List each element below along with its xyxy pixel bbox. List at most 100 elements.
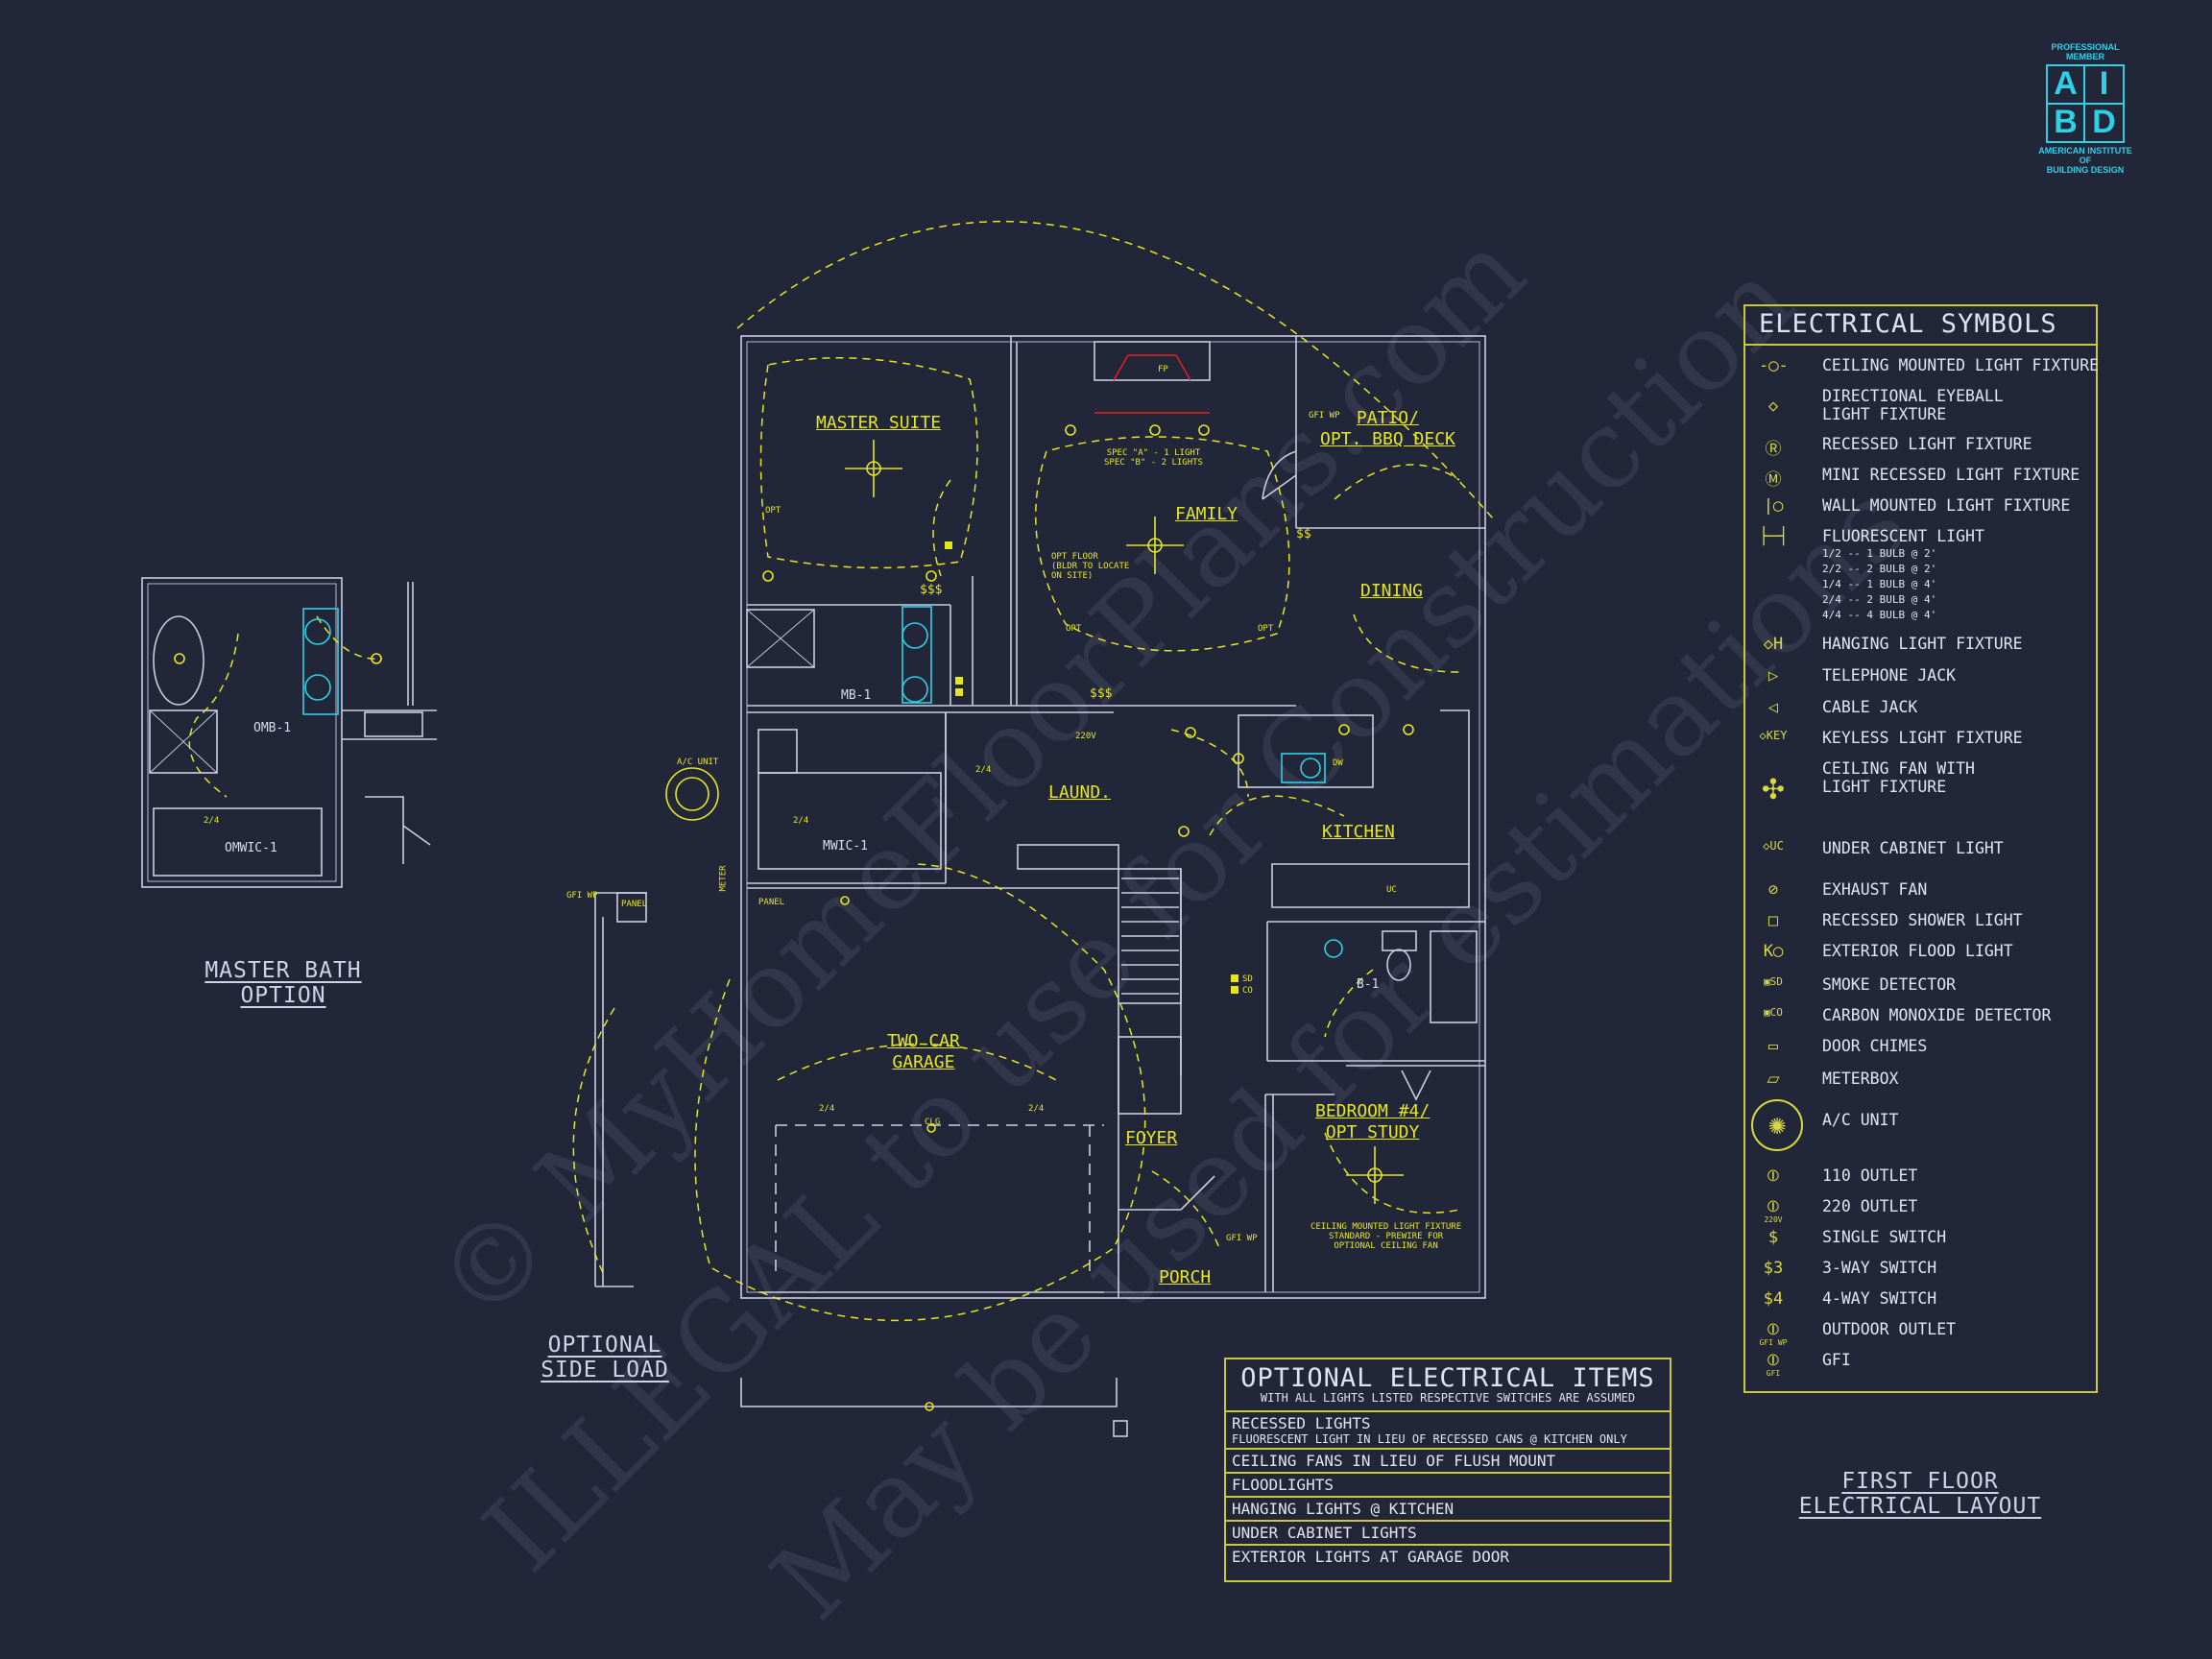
room-laund-label: LAUND. [1048,782,1112,803]
legend-title: ELECTRICAL SYMBOLS [1745,306,2096,346]
fluor-2-4-note-3: 2/4 [204,816,220,826]
legend-label: DOOR CHIMES [1822,1037,1928,1055]
sheet-title-line-1: FIRST FLOOR [1841,1469,1999,1494]
ac-unit-icon: ✺ [1751,1099,1803,1151]
panel-note-1: PANEL [758,898,785,907]
room-kitchen-label: KITCHEN [1322,822,1395,842]
master-bath-option-caption: MASTER BATH OPTION [182,958,384,1008]
wall-light-icon: |◯ [1763,496,1784,516]
fluorescent-sub-4: 2/4 -- 2 BULB @ 4' [1822,593,1937,606]
fluor-2-4-note-1: 2/4 [975,765,992,775]
meter-note: METER [718,865,729,892]
sheet-title: FIRST FLOOR ELECTRICAL LAYOUT [1771,1469,2069,1519]
spec-note-line-1: SPEC "A" - 1 LIGHT [1106,448,1201,458]
opt-floor-note: OPT FLOOR (BLDR TO LOCATE ON SITE) [1051,552,1129,581]
three-way-switch-icon: $3 [1763,1259,1784,1278]
optional-item-row: FLOODLIGHTS [1226,1472,1670,1496]
room-bedroom-line-1: BEDROOM #4/ [1315,1101,1431,1121]
optional-items-subtitle: WITH ALL LIGHTS LISTED RESPECTIVE SWITCH… [1260,1391,1636,1405]
legend-label: OUTDOOR OUTLET [1822,1320,1957,1338]
legend-label: CARBON MONOXIDE DETECTOR [1822,1006,2052,1024]
room-bedroom-line-2: OPT STUDY [1325,1122,1420,1142]
co-note: CO [1242,986,1253,996]
fluorescent-light-icon: ├─┤ [1759,527,1789,546]
shower-light-icon: □ [1767,911,1779,930]
switch-group-3: $$ [1296,527,1311,541]
legend-label-line-2: LIGHT FIXTURE [1822,405,1947,423]
aibd-letter-b: B [2048,105,2085,141]
spec-note-line-2: SPEC "B" - 2 LIGHTS [1104,458,1203,468]
legend-label-line-1: CEILING FAN WITH [1822,759,1975,778]
optional-items-title: OPTIONAL ELECTRICAL ITEMS [1240,1363,1655,1393]
legend-label: FLUORESCENT LIGHT 1/2 -- 1 BULB @ 2' 2/2… [1822,527,1984,622]
side-load-caption-line-2: SIDE LOAD [541,1358,669,1382]
opt-floor-line-2: (BLDR TO LOCATE [1051,562,1130,571]
fluorescent-sub-2: 2/2 -- 2 BULB @ 2' [1822,563,1937,575]
sd-note: SD [1242,974,1253,984]
legend-label: EXHAUST FAN [1822,880,1928,899]
aibd-bottom-text-1: AMERICAN INSTITUTE [2038,146,2132,156]
outlet-110-icon: ⦶ [1767,1166,1780,1186]
optional-item-label: FLOODLIGHTS [1232,1476,1334,1494]
bedroom-note-line-2: STANDARD - PREWIRE FOR [1328,1232,1444,1241]
room-omwic1-label: OMWIC-1 [225,841,277,855]
opt-floor-line-1: OPT FLOOR [1051,552,1098,562]
aibd-letter-grid: A I B D [2046,64,2125,143]
legend-label: METERBOX [1822,1070,1899,1088]
aibd-logo: PROFESSIONAL MEMBER A I B D AMERICAN INS… [2028,42,2143,186]
fluor-2-4-note-2: 2/4 [793,816,809,826]
legend-label: SMOKE DETECTOR [1822,975,1957,994]
co-detector-icon: ▣CO [1764,1006,1783,1019]
gfi-tag: GFI [1766,1369,1781,1378]
legend-label: GFI [1822,1351,1851,1369]
legend-label: 3-WAY SWITCH [1822,1259,1937,1277]
legend-label: HANGING LIGHT FIXTURE [1822,635,2023,653]
telephone-jack-icon: ▷ [1767,666,1779,685]
room-mb1-label: MB-1 [841,688,872,703]
room-patio-line-1: PATIO/ [1356,408,1419,428]
v220-note: 220V [1075,732,1096,741]
fp-note: FP [1158,365,1168,374]
legend-label: CABLE JACK [1822,698,1918,716]
legend-label-line-1: FLUORESCENT LIGHT [1822,527,1984,545]
room-garage-line-1: TWO CAR [887,1031,960,1051]
room-b1-label: B-1 [1357,977,1380,992]
gfi-glyph: ⦶ [1767,1351,1780,1370]
legend-label: 220 OUTLET [1822,1197,1918,1215]
room-garage-label: TWO CAR GARAGE [887,1031,960,1073]
opt-floor-line-3: ON SITE) [1051,571,1094,581]
opt-note-3: OPT [1258,624,1274,634]
aibd-top-text-1: PROFESSIONAL [2051,42,2120,52]
room-patio-line-2: OPT. BBQ DECK [1320,429,1455,449]
room-family-label: FAMILY [1175,504,1238,524]
outlet-220-tag: 220V [1764,1215,1783,1224]
hanging-light-icon: ◇H [1763,635,1784,654]
optional-item-row: HANGING LIGHTS @ KITCHEN [1226,1496,1670,1520]
optional-item-label: RECESSED LIGHTS [1232,1414,1371,1432]
ceiling-light-icon: -◯- [1759,356,1789,375]
smoke-detector-icon: ▣SD [1764,975,1783,988]
door-chimes-icon: ▭ [1767,1037,1779,1056]
legend-label: TELEPHONE JACK [1822,666,1957,685]
legend-label: EXTERIOR FLOOD LIGHT [1822,942,2013,960]
legend-label-line-1: DIRECTIONAL EYEBALL [1822,387,2004,405]
aibd-letter-a: A [2048,66,2085,105]
optional-item-label: HANGING LIGHTS @ KITCHEN [1232,1500,1455,1518]
optional-side-load-caption: OPTIONAL SIDE LOAD [518,1333,691,1382]
optional-item-row: EXTERIOR LIGHTS AT GARAGE DOOR [1226,1544,1670,1568]
panel-note-2: PANEL [621,900,648,909]
uc-note: UC [1386,885,1397,895]
optional-item-label: CEILING FANS IN LIEU OF FLUSH MOUNT [1232,1452,1556,1470]
switch-group-2: $$$ [1090,686,1113,701]
clg-note: CLG [925,1118,941,1127]
single-switch-icon: $ [1767,1228,1779,1247]
master-bath-caption-line-2: OPTION [240,983,326,1008]
gfi-icon: ⦶GFI [1759,1351,1788,1378]
eyeball-light-icon: ◇ [1767,397,1779,416]
outlet-220-glyph: ⦶ [1767,1197,1780,1216]
room-mwic1-label: MWIC-1 [823,839,868,854]
optional-item-row: RECESSED LIGHTS FLUORESCENT LIGHT IN LIE… [1226,1410,1670,1448]
legend-label: RECESSED LIGHT FIXTURE [1822,435,2032,453]
aibd-bottom-text-2: OF [2079,156,2092,165]
